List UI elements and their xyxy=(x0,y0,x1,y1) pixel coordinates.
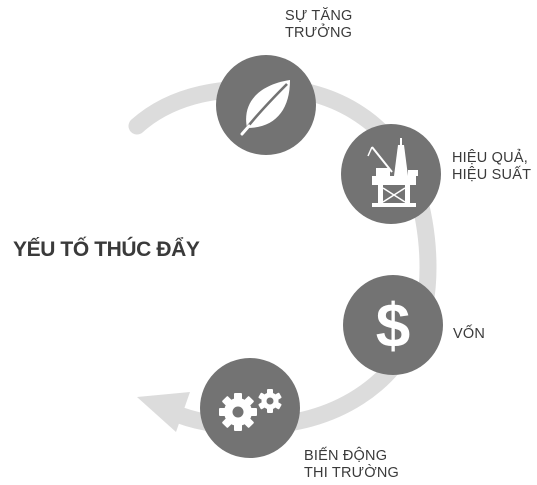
label-market: BIẾN ĐỘNG THI TRƯỜNG xyxy=(304,448,400,481)
leaf-icon xyxy=(240,80,290,136)
diagram-title: YẾU TỐ THÚC ĐẨY xyxy=(13,238,200,261)
oil-rig-icon xyxy=(367,138,418,207)
node-capital: $ xyxy=(343,275,443,375)
node-market xyxy=(200,358,300,458)
cycle-arrowhead xyxy=(137,392,190,432)
capital-circle xyxy=(343,275,443,375)
label-capital: VỐN xyxy=(453,326,486,342)
label-efficiency: HIỆU QUẢ, HIỆU SUẤT xyxy=(452,150,532,183)
node-efficiency xyxy=(341,124,441,224)
dollar-icon: $ xyxy=(376,292,410,361)
gears-icon xyxy=(219,389,282,431)
efficiency-circle xyxy=(341,124,441,224)
label-growth: SỰ TĂNG TRƯỞNG xyxy=(285,8,353,41)
node-growth xyxy=(216,55,316,155)
